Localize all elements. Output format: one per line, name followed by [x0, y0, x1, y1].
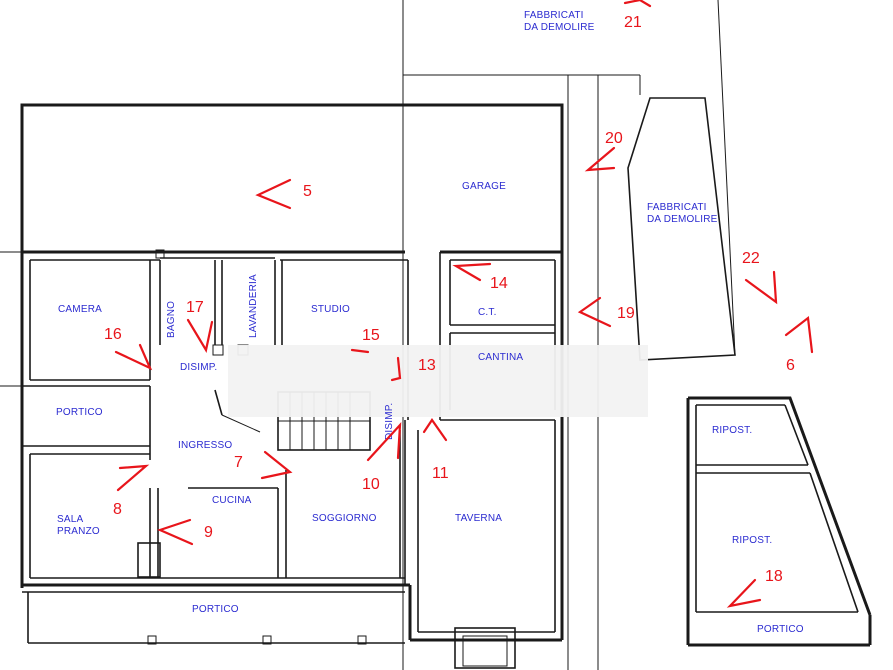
- view-arrows: [114, 0, 814, 608]
- label-demolire-top: DA DEMOLIRE: [524, 22, 595, 33]
- marker-19: 19: [617, 305, 635, 322]
- label-portico-left: PORTICO: [56, 407, 103, 418]
- marker-11: 11: [432, 465, 449, 482]
- room-labels: FABBRICATI DA DEMOLIRE FABBRICATI DA DEM…: [56, 10, 804, 635]
- label-disimp-right: DISIMP.: [384, 403, 395, 440]
- blurred-region: [228, 345, 648, 417]
- arrow-21: [623, 0, 652, 8]
- label-portico-bottom: PORTICO: [192, 604, 239, 615]
- marker-20: 20: [605, 130, 623, 147]
- label-pranzo: PRANZO: [57, 526, 100, 537]
- label-sala: SALA: [57, 514, 84, 525]
- arrow-15: [350, 348, 370, 354]
- label-ingresso: INGRESSO: [178, 440, 232, 451]
- marker-9: 9: [204, 524, 213, 541]
- label-ripost-bottom: RIPOST.: [732, 535, 772, 546]
- marker-16: 16: [104, 326, 122, 343]
- arrow-13: [390, 356, 402, 382]
- arrow-6: [784, 315, 814, 354]
- label-taverna: TAVERNA: [455, 513, 502, 524]
- label-ct: C.T.: [478, 307, 497, 318]
- label-lavanderia: LAVANDERIA: [248, 274, 259, 338]
- marker-8: 8: [113, 501, 122, 518]
- marker-10: 10: [362, 476, 380, 493]
- marker-18: 18: [765, 568, 783, 585]
- label-cucina: CUCINA: [212, 495, 252, 506]
- label-soggiorno: SOGGIORNO: [312, 513, 377, 524]
- marker-22: 22: [742, 250, 760, 267]
- arrow-18: [726, 578, 762, 608]
- arrow-10: [366, 421, 402, 462]
- arrow-20: [584, 146, 616, 172]
- main-house-walls: [20, 103, 564, 669]
- marker-13: 13: [418, 357, 436, 374]
- label-garage: GARAGE: [462, 181, 506, 192]
- marker-5: 5: [303, 183, 312, 200]
- arrow-7: [260, 450, 293, 480]
- arrow-22: [744, 270, 778, 305]
- arrow-16: [114, 343, 153, 371]
- demolition-building-right: [627, 97, 736, 361]
- label-disimp-left: DISIMP.: [180, 362, 217, 373]
- marker-6: 6: [786, 357, 795, 374]
- label-fabbricati-right: FABBRICATI: [647, 202, 707, 213]
- label-ripost-top: RIPOST.: [712, 425, 752, 436]
- label-demolire-right: DA DEMOLIRE: [647, 214, 718, 225]
- view-numbers: 5 6 7 8 9 10 11 13 14 15 16 17 18 19 20 …: [104, 14, 795, 585]
- marker-7: 7: [234, 454, 243, 471]
- arrow-9: [156, 518, 194, 546]
- arrow-19: [577, 296, 612, 328]
- arrow-5: [255, 178, 292, 210]
- label-camera: CAMERA: [58, 304, 102, 315]
- arrow-17: [186, 318, 214, 353]
- annex-walls: [686, 396, 872, 647]
- label-fabbricati-top: FABBRICATI: [524, 10, 584, 21]
- label-studio: STUDIO: [311, 304, 350, 315]
- label-portico-right: PORTICO: [757, 624, 804, 635]
- label-cantina: CANTINA: [478, 352, 523, 363]
- marker-15: 15: [362, 327, 380, 344]
- arrow-8: [116, 464, 150, 492]
- marker-14: 14: [490, 275, 508, 292]
- marker-21: 21: [624, 14, 642, 31]
- arrow-11: [422, 418, 448, 442]
- marker-17: 17: [186, 299, 204, 316]
- arrow-14: [452, 262, 492, 282]
- label-bagno: BAGNO: [166, 301, 177, 338]
